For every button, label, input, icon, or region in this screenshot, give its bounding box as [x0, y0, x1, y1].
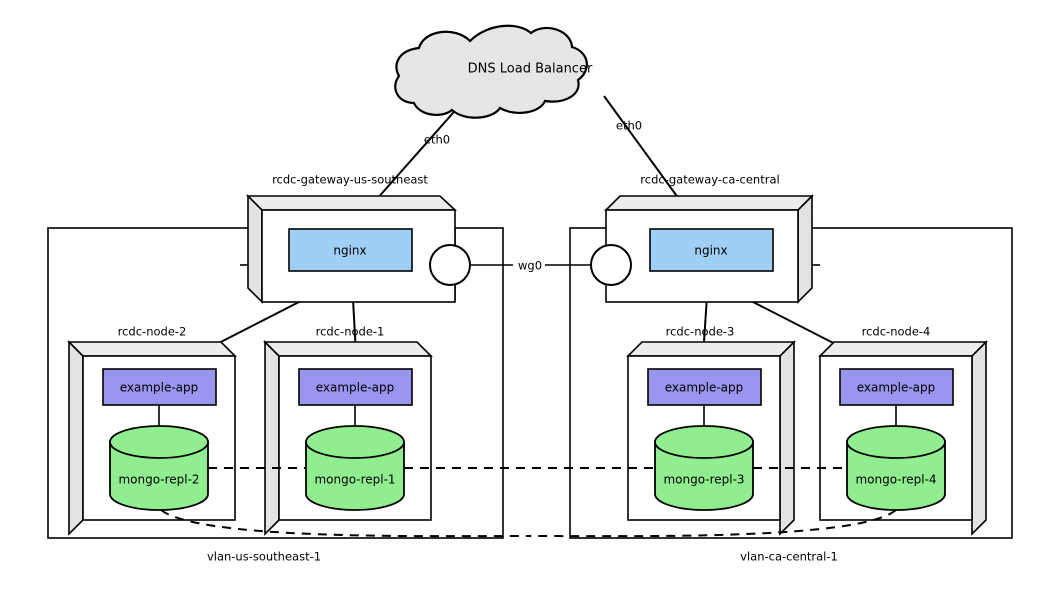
eth0-left-label: eth0	[424, 133, 450, 147]
node-rcdc-node-3[interactable]: rcdc-node-3 example-app mongo-repl-3	[626, 325, 796, 536]
cloud-label: DNS Load Balancer	[468, 62, 593, 77]
service-nginx-right[interactable]	[649, 228, 774, 272]
service-nginx-right-label: nginx	[694, 244, 727, 258]
wg0-label: wg0	[518, 259, 542, 273]
app-example-app-node-3[interactable]	[647, 368, 762, 406]
gateway-right[interactable]: rcdc-gateway-ca-central nginx	[590, 173, 814, 304]
gateway-left-label: rcdc-gateway-us-southeast	[272, 173, 428, 187]
db-mongo-repl-2-label: mongo-repl-2	[118, 473, 199, 487]
replication-arc-left	[160, 509, 531, 538]
node-rcdc-node-4[interactable]: rcdc-node-4 example-app mongo-repl-4	[818, 325, 988, 536]
node-2-label: rcdc-node-2	[118, 325, 187, 339]
app-example-app-node-4-label: example-app	[857, 381, 936, 395]
app-example-app-node-1-label: example-app	[316, 381, 395, 395]
db-mongo-repl-3[interactable]: mongo-repl-3	[654, 425, 754, 511]
vlan-left-label: vlan-us-southeast-1	[207, 550, 321, 564]
db-mongo-repl-2[interactable]: mongo-repl-2	[109, 425, 209, 511]
node-3-label: rcdc-node-3	[666, 325, 735, 339]
app-example-app-node-3-label: example-app	[665, 381, 744, 395]
node-rcdc-node-2[interactable]: rcdc-node-2 example-app mongo-repl-2	[67, 325, 237, 536]
db-mongo-repl-1-label: mongo-repl-1	[314, 473, 395, 487]
gateway-right-label: rcdc-gateway-ca-central	[640, 173, 779, 187]
app-example-app-node-1[interactable]	[298, 368, 413, 406]
dns-load-balancer-cloud: DNS Load Balancer	[394, 24, 593, 119]
wg0-label-bg	[513, 256, 545, 274]
service-nginx-left-label: nginx	[333, 244, 366, 258]
wg0-port-left[interactable]	[429, 244, 471, 286]
db-mongo-repl-4-label: mongo-repl-4	[855, 473, 936, 487]
node-4-label: rcdc-node-4	[862, 325, 931, 339]
node-rcdc-node-1[interactable]: rcdc-node-1 example-app mongo-repl-1	[263, 325, 433, 536]
service-nginx-left[interactable]	[288, 228, 413, 272]
db-mongo-repl-1[interactable]: mongo-repl-1	[305, 425, 405, 511]
vlan-right-label: vlan-ca-central-1	[740, 550, 838, 564]
app-example-app-node-2[interactable]	[102, 368, 217, 406]
node-1-label: rcdc-node-1	[316, 325, 385, 339]
db-mongo-repl-4[interactable]: mongo-repl-4	[846, 425, 946, 511]
wg0-port-right[interactable]	[590, 244, 632, 286]
app-example-app-node-2-label: example-app	[120, 381, 199, 395]
gateway-left[interactable]: rcdc-gateway-us-southeast nginx	[246, 173, 471, 304]
eth0-right-label: eth0	[616, 119, 642, 133]
db-mongo-repl-3-label: mongo-repl-3	[663, 473, 744, 487]
